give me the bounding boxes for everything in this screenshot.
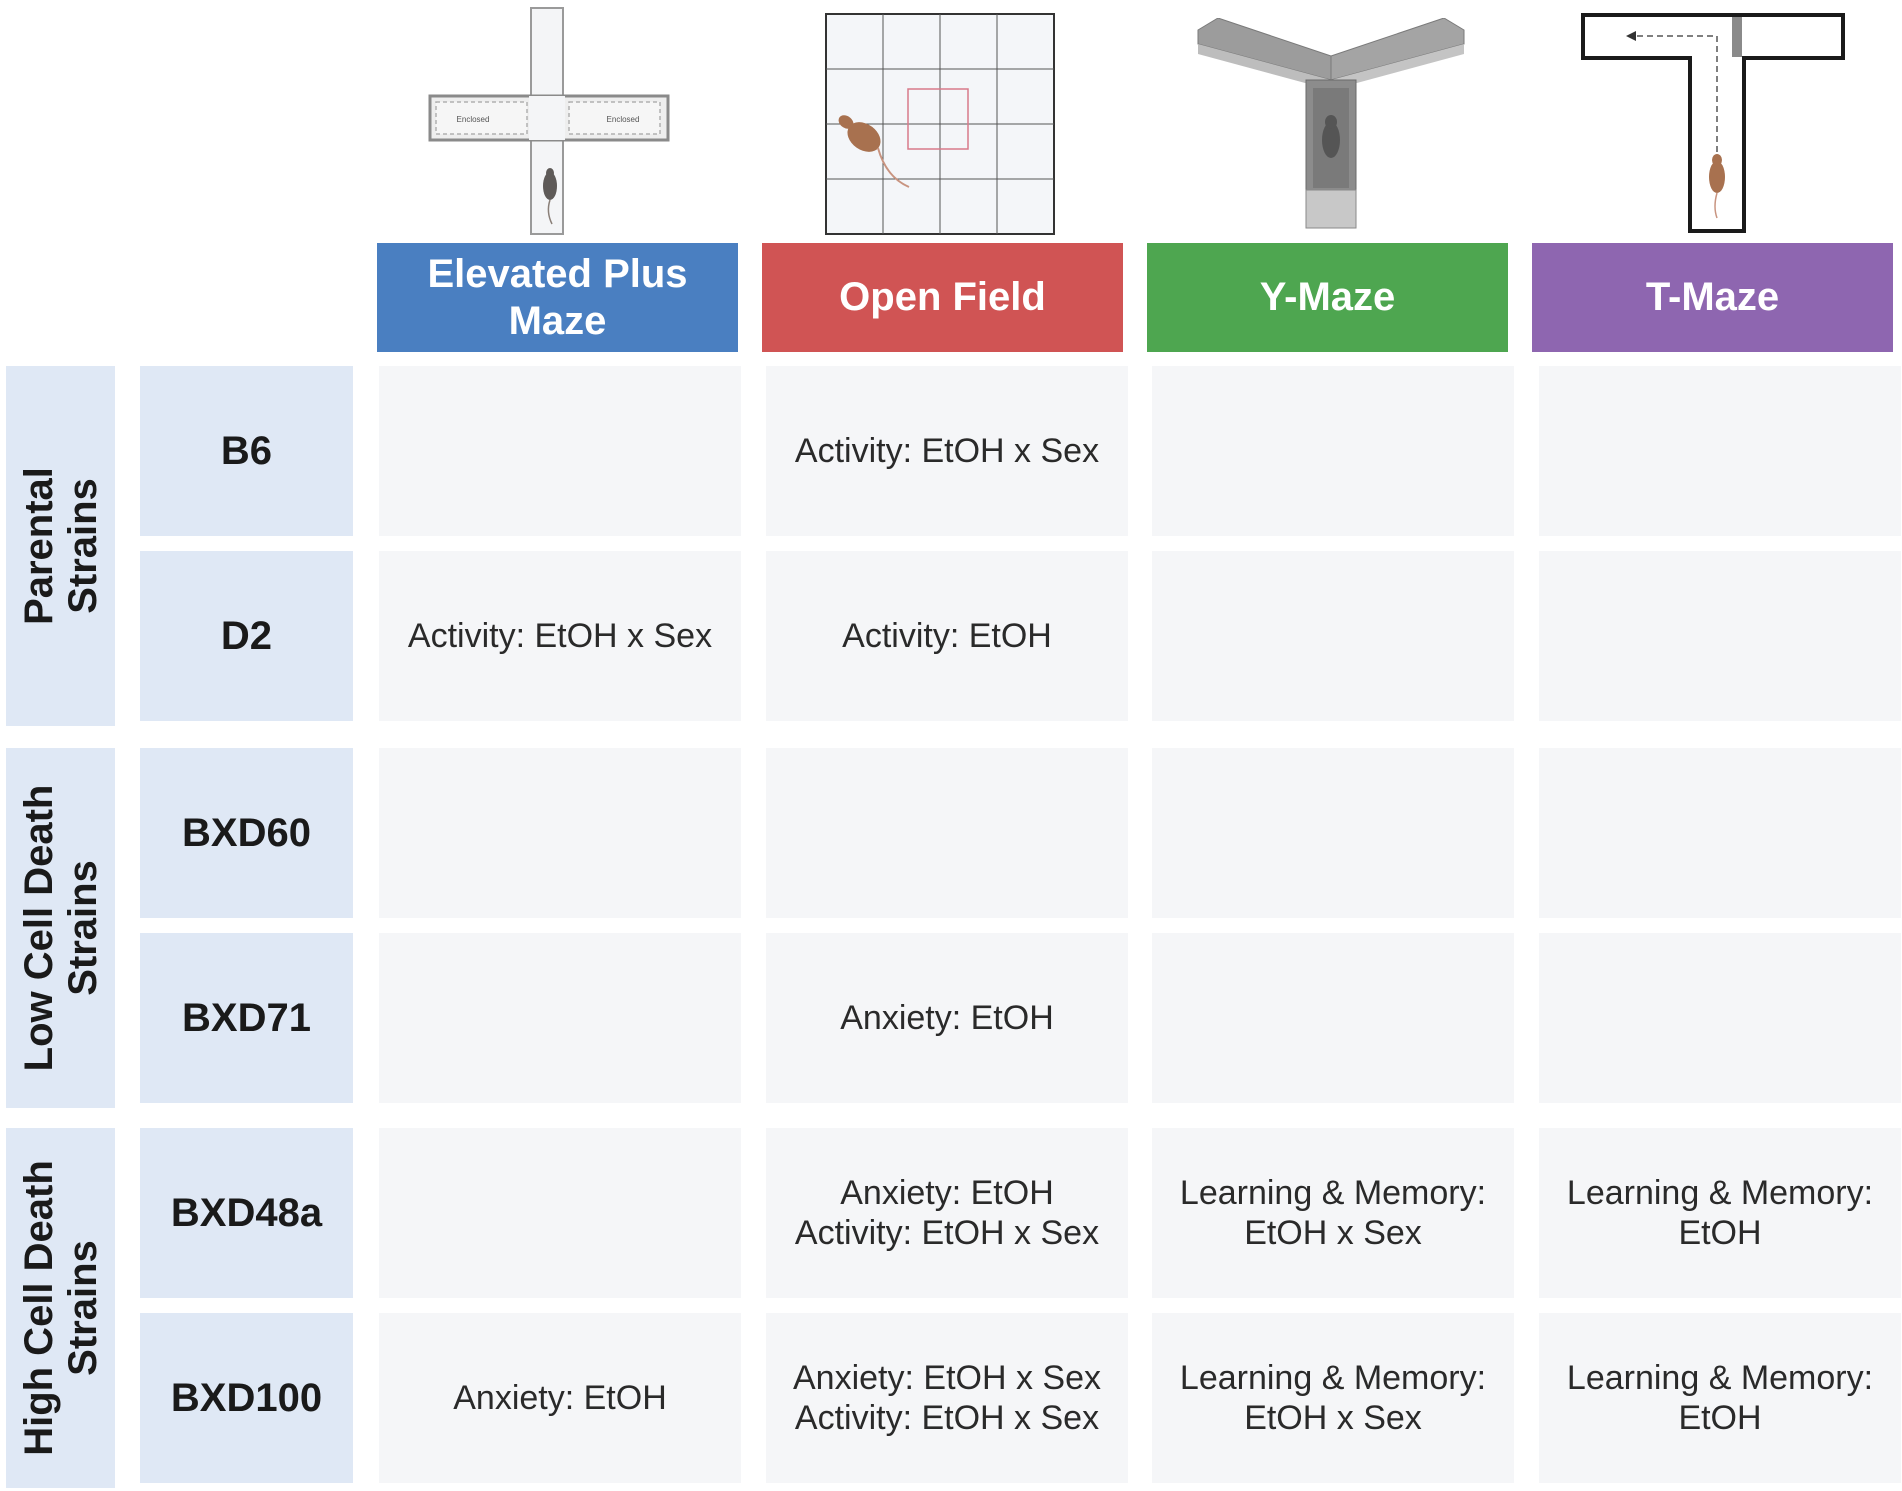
cell-bxd71-epm — [379, 933, 741, 1103]
cell-d2-y-maze — [1152, 551, 1514, 721]
group-label: Parental Strains — [16, 467, 105, 625]
y-maze-illustration — [1197, 18, 1465, 229]
group-label: Low Cell Death Strains — [16, 784, 105, 1072]
cell-bxd60-epm — [379, 748, 741, 918]
epm-right-arm-label: Enclosed — [607, 115, 640, 124]
cell-bxd60-open-field — [766, 748, 1128, 918]
open-field-illustration — [825, 13, 1055, 235]
group-parental-strains: Parental Strains — [6, 366, 115, 726]
header-y-maze: Y-Maze — [1147, 243, 1508, 352]
mouse-icon — [1322, 115, 1340, 158]
header-t-maze: T-Maze — [1532, 243, 1893, 352]
cell-b6-t-maze — [1539, 366, 1901, 536]
mouse-icon — [543, 168, 557, 225]
cell-bxd71-open-field: Anxiety: EtOH — [766, 933, 1128, 1103]
strain-bxd71: BXD71 — [140, 933, 353, 1103]
epm-left-arm-label: Enclosed — [457, 115, 490, 124]
cell-b6-epm — [379, 366, 741, 536]
cell-bxd60-y-maze — [1152, 748, 1514, 918]
t-maze-illustration — [1581, 13, 1845, 233]
group-low-cell-death-strains: Low Cell Death Strains — [6, 748, 115, 1108]
elevated-plus-maze-illustration: Enclosed Enclosed — [428, 7, 670, 235]
cell-bxd100-y-maze: Learning & Memory:EtOH x Sex — [1152, 1313, 1514, 1483]
cell-bxd71-y-maze — [1152, 933, 1514, 1103]
strain-bxd48a: BXD48a — [140, 1128, 353, 1298]
header-open-field: Open Field — [762, 243, 1123, 352]
cell-d2-t-maze — [1539, 551, 1901, 721]
cell-b6-y-maze — [1152, 366, 1514, 536]
group-label: High Cell Death Strains — [16, 1160, 105, 1456]
mouse-icon — [838, 115, 910, 188]
mouse-icon — [1709, 154, 1725, 219]
cell-bxd48a-t-maze: Learning & Memory:EtOH — [1539, 1128, 1901, 1298]
strain-b6: B6 — [140, 366, 353, 536]
cell-b6-open-field: Activity: EtOH x Sex — [766, 366, 1128, 536]
cell-bxd71-t-maze — [1539, 933, 1901, 1103]
cell-bxd100-t-maze: Learning & Memory:EtOH — [1539, 1313, 1901, 1483]
cell-bxd48a-y-maze: Learning & Memory:EtOH x Sex — [1152, 1128, 1514, 1298]
cell-bxd100-epm: Anxiety: EtOH — [379, 1313, 741, 1483]
group-high-cell-death-strains: High Cell Death Strains — [6, 1128, 115, 1488]
strain-d2: D2 — [140, 551, 353, 721]
cell-d2-open-field: Activity: EtOH — [766, 551, 1128, 721]
cell-bxd48a-epm — [379, 1128, 741, 1298]
strain-bxd60: BXD60 — [140, 748, 353, 918]
cell-bxd60-t-maze — [1539, 748, 1901, 918]
strain-bxd100: BXD100 — [140, 1313, 353, 1483]
cell-d2-epm: Activity: EtOH x Sex — [379, 551, 741, 721]
